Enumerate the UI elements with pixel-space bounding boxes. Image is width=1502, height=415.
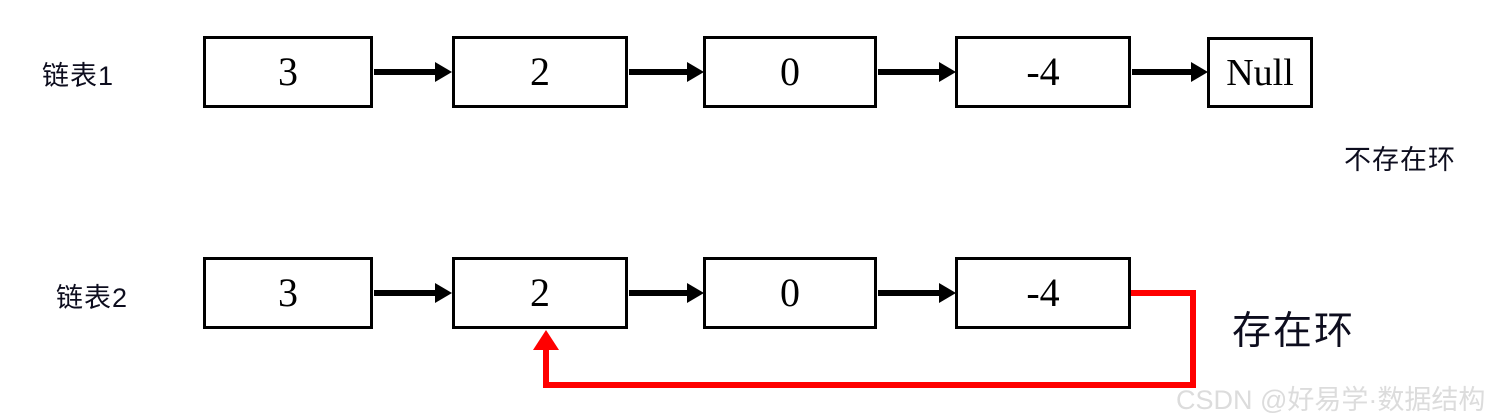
node-box-list1-3: -4 bbox=[955, 36, 1131, 108]
arrow-shaft bbox=[629, 290, 688, 296]
node-box-list2-2: 0 bbox=[703, 257, 877, 329]
arrow-head bbox=[435, 62, 452, 82]
cycle-arrow-segment-bottom bbox=[543, 382, 1196, 388]
node-box-list2-0: 3 bbox=[203, 257, 373, 329]
arrow-shaft bbox=[374, 69, 436, 75]
watermark-text: CSDN @好易学·数据结构 bbox=[1176, 385, 1486, 415]
annotation-no-cycle: 不存在环 bbox=[1344, 145, 1456, 175]
cycle-arrow-head-icon bbox=[533, 330, 559, 350]
node-box-list1-1: 2 bbox=[452, 36, 628, 108]
cycle-arrow-segment-right bbox=[1190, 290, 1196, 388]
arrow-shaft bbox=[878, 290, 940, 296]
node-box-list1-2: 0 bbox=[703, 36, 877, 108]
cycle-arrow-segment-left bbox=[543, 350, 549, 388]
cycle-arrow-segment-top bbox=[1131, 290, 1196, 296]
arrow-head bbox=[687, 62, 704, 82]
arrow-shaft bbox=[1132, 69, 1192, 75]
node-box-list2-1: 2 bbox=[452, 257, 628, 329]
arrow-head bbox=[939, 62, 956, 82]
arrow-head bbox=[687, 283, 704, 303]
arrow-shaft bbox=[878, 69, 940, 75]
arrow-head bbox=[435, 283, 452, 303]
arrow-head bbox=[939, 283, 956, 303]
arrow-shaft bbox=[374, 290, 436, 296]
row-label-list1: 链表1 bbox=[42, 61, 115, 91]
arrow-head bbox=[1191, 62, 1208, 82]
annotation-has-cycle: 存在环 bbox=[1232, 310, 1356, 353]
node-box-list1-0: 3 bbox=[203, 36, 373, 108]
node-box-list2-3: -4 bbox=[955, 257, 1131, 329]
node-box-list1-null: Null bbox=[1207, 37, 1313, 108]
row-label-list2: 链表2 bbox=[56, 283, 129, 313]
arrow-shaft bbox=[629, 69, 688, 75]
